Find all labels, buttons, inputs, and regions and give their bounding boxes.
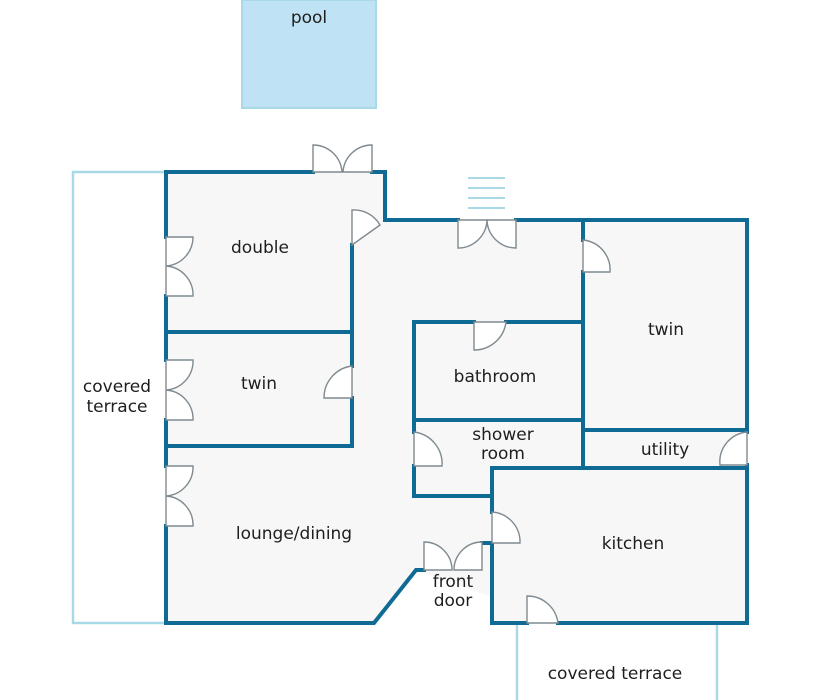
room-label-double: double bbox=[231, 238, 289, 258]
outer-wall-top-right bbox=[514, 218, 749, 434]
door-twin-hall bbox=[323, 365, 353, 399]
door-kitchen bbox=[491, 511, 521, 544]
wall-shower-left bbox=[412, 464, 494, 498]
door-shower bbox=[413, 431, 443, 467]
room-label-bathroom: bathroom bbox=[454, 367, 537, 387]
room-label-front-door-2: door bbox=[434, 591, 473, 611]
door-hall-corner bbox=[351, 209, 381, 247]
door-stairs bbox=[457, 219, 517, 249]
door-double-top bbox=[312, 144, 373, 173]
room-label-kitchen: kitchen bbox=[602, 534, 665, 554]
room-label-covered-terrace-left-1: covered bbox=[83, 377, 151, 397]
room-label-utility: utility bbox=[641, 440, 689, 460]
pool-label: pool bbox=[291, 8, 327, 28]
door-front bbox=[423, 541, 483, 571]
room-label-front-door-1: front bbox=[433, 572, 474, 592]
door-twin-right bbox=[582, 239, 611, 273]
stairs bbox=[468, 177, 505, 209]
room-label-covered-terrace-left-2: terrace bbox=[86, 397, 147, 417]
door-kitchen-terrace bbox=[526, 595, 559, 624]
door-utility bbox=[719, 431, 748, 466]
wall-twin-hall-lower bbox=[164, 396, 354, 448]
room-label-shower-2: room bbox=[481, 444, 525, 464]
door-lounge-terrace bbox=[165, 465, 194, 527]
room-label-twin-right: twin bbox=[648, 320, 684, 340]
outer-wall-kitchen-bottom bbox=[490, 541, 529, 625]
covered-terrace-left-outline bbox=[71, 170, 166, 625]
outer-wall-right-lower bbox=[556, 463, 749, 625]
outer-wall-left-4 bbox=[164, 524, 426, 625]
door-twin-terrace bbox=[165, 359, 194, 421]
room-label-twin-left: twin bbox=[241, 374, 277, 394]
pool-area bbox=[241, 0, 377, 109]
room-label-lounge: lounge/dining bbox=[236, 524, 352, 544]
door-double-terrace bbox=[165, 236, 194, 297]
door-bathroom bbox=[473, 321, 507, 351]
room-label-shower-1: shower bbox=[472, 425, 533, 445]
house-floor bbox=[166, 172, 747, 623]
room-label-covered-terrace-bottom: covered terrace bbox=[548, 664, 683, 684]
